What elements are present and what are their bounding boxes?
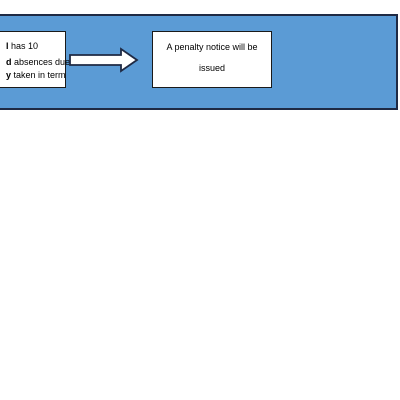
- penalty-notice-text: A penalty notice will be issued: [166, 42, 258, 73]
- condition-line-2-bold: d: [6, 57, 12, 67]
- arrow-outline: [69, 47, 139, 73]
- condition-line-3-text: taken in term: [11, 70, 66, 80]
- absences-condition-box: l has 10 d absences due y taken in term: [0, 31, 70, 88]
- condition-line-1: l has 10: [6, 41, 38, 51]
- condition-line-2: d absences due: [6, 57, 70, 67]
- condition-line-3: y taken in term: [6, 70, 66, 80]
- condition-line-1-text: has 10: [8, 41, 39, 51]
- condition-line-2-text: absences due: [11, 57, 71, 67]
- penalty-notice-box: A penalty notice will be issued: [152, 31, 272, 88]
- right-arrow-icon: [69, 47, 139, 73]
- condition-line-3-bold: y: [6, 70, 12, 80]
- condition-line-1-bold: l: [6, 41, 9, 51]
